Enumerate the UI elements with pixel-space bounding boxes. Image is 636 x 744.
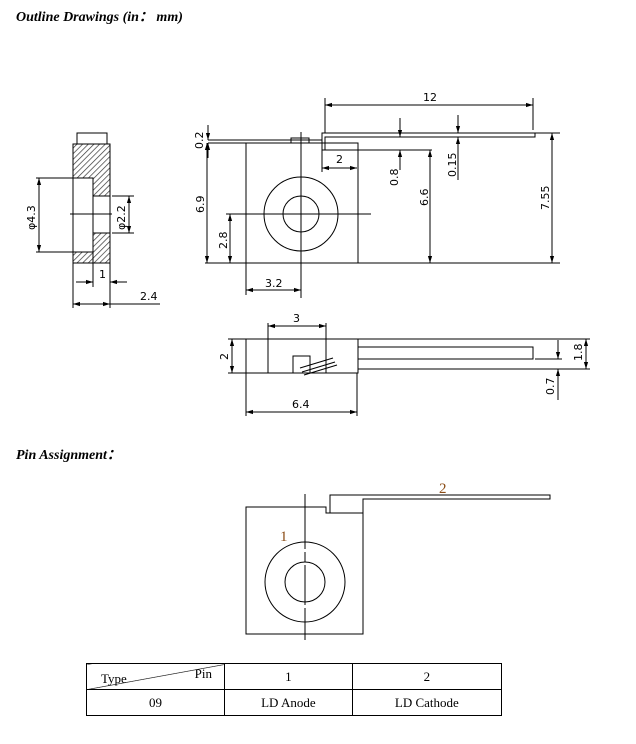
dim-6.4: 6.4 (292, 398, 310, 411)
row-type: 09 (86, 689, 225, 716)
row-pin-2: LD Cathode (351, 689, 503, 716)
table-header-row: Type Pin 1 2 (86, 663, 503, 690)
dim-1: 1 (99, 268, 106, 281)
header-pin-1: 1 (224, 663, 353, 690)
outline-heading: Outline Drawings (in： mm) (16, 10, 183, 25)
dim-2.4: 2.4 (140, 290, 158, 303)
pin-heading: Pin Assignment： (16, 448, 121, 463)
dim-7.55: 7.55 (539, 186, 552, 211)
header-pin: Pin (194, 666, 212, 681)
pin-drawing (245, 494, 551, 640)
section-view (36, 132, 160, 308)
dim-0.2: 0.2 (193, 132, 206, 150)
dim-d2.2: φ2.2 (115, 205, 128, 230)
dim-0.8: 0.8 (388, 169, 401, 187)
dim-3: 3 (293, 312, 300, 325)
dim-3.2: 3.2 (265, 277, 283, 290)
dim-d4.3: φ4.3 (25, 205, 38, 230)
dim-0.7: 0.7 (544, 378, 557, 396)
dim-6.6: 6.6 (418, 189, 431, 207)
pin-table: Type Pin 1 2 09 LD Anode LD Cathode (86, 663, 503, 716)
dim-2: 2 (336, 153, 343, 166)
dim-0.15: 0.15 (446, 153, 459, 178)
header-type: Type (101, 671, 127, 686)
pin-2-label: 2 (439, 481, 447, 497)
table-row: 09 LD Anode LD Cathode (86, 689, 503, 716)
type-pin-header: Type Pin (86, 663, 225, 690)
header-pin-2: 2 (351, 663, 503, 690)
dim-2.8: 2.8 (217, 232, 230, 250)
row-pin-1: LD Anode (224, 689, 353, 716)
dim-12: 12 (423, 91, 437, 104)
dim-1.8: 1.8 (572, 344, 585, 362)
pin-1-label: 1 (280, 529, 288, 545)
side-view (228, 323, 590, 416)
dim-6.9: 6.9 (194, 196, 207, 214)
dim-2-side: 2 (218, 353, 231, 360)
front-view (204, 98, 560, 298)
